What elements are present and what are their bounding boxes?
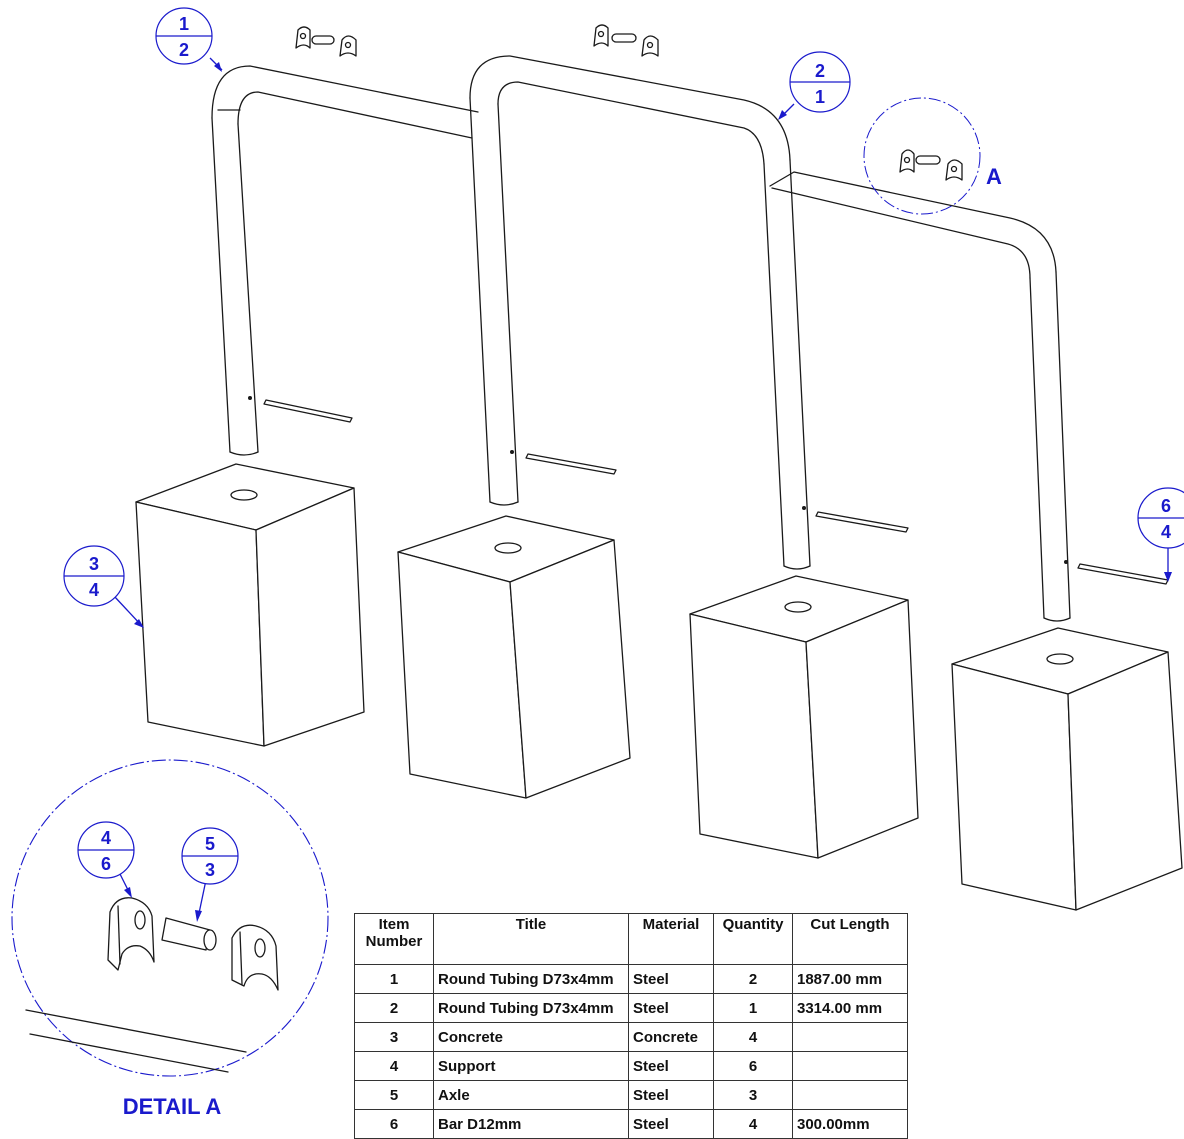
bom-title: Concrete <box>433 1022 629 1052</box>
bom-material: Steel <box>628 964 714 994</box>
bom-qty: 4 <box>713 1109 793 1139</box>
bom-qty: 2 <box>713 964 793 994</box>
balloon-quantity: 3 <box>205 860 215 880</box>
bom-item: 6 <box>354 1109 434 1139</box>
bom-cut-length <box>792 1080 908 1110</box>
balloon-item-1: 1 2 <box>155 7 223 72</box>
balloon-item-3: 3 4 <box>63 545 144 628</box>
bom-material: Steel <box>628 1080 714 1110</box>
bom-cut-length <box>792 1051 908 1081</box>
detail-a-view: DETAIL A <box>11 759 329 1119</box>
tube-frame-middle <box>469 55 811 570</box>
bom-header-title: Title <box>433 913 629 965</box>
bom-qty: 6 <box>713 1051 793 1081</box>
bom-title: Bar D12mm <box>433 1109 629 1139</box>
bom-cut-length: 300.00mm <box>792 1109 908 1139</box>
table-row: 1 Round Tubing D73x4mm Steel 2 1887.00 m… <box>354 964 908 994</box>
bom-item: 3 <box>354 1022 434 1052</box>
table-row: 5 Axle Steel 3 <box>354 1080 908 1110</box>
bom-item: 1 <box>354 964 434 994</box>
bom-table-container: Item Number Title Material Quantity Cut … <box>354 913 914 1139</box>
balloon-item-6: 6 4 <box>1137 487 1184 582</box>
balloon-item-number: 4 <box>101 828 111 848</box>
table-row: 3 Concrete Concrete 4 <box>354 1022 908 1052</box>
detail-letter: A <box>986 164 1002 189</box>
balloon-item-number: 3 <box>89 554 99 574</box>
balloon-item-number: 2 <box>815 61 825 81</box>
table-row: 2 Round Tubing D73x4mm Steel 1 3314.00 m… <box>354 993 908 1023</box>
table-row: 6 Bar D12mm Steel 4 300.00mm <box>354 1109 908 1139</box>
concrete-block-3 <box>689 575 919 859</box>
bom-qty: 3 <box>713 1080 793 1110</box>
bom-item: 4 <box>354 1051 434 1081</box>
bom-header-quantity: Quantity <box>713 913 793 965</box>
detail-title: DETAIL A <box>123 1094 222 1119</box>
bom-cut-length: 1887.00 mm <box>792 964 908 994</box>
bom-header-item: Item Number <box>354 913 434 965</box>
balloon-quantity: 4 <box>1161 522 1171 542</box>
bom-cut-length <box>792 1022 908 1052</box>
bom-cut-length: 3314.00 mm <box>792 993 908 1023</box>
bom-qty: 4 <box>713 1022 793 1052</box>
tube-frame-right <box>769 171 1071 622</box>
balloon-item-number: 1 <box>179 14 189 34</box>
balloon-item-number: 5 <box>205 834 215 854</box>
balloon-item-5: 5 3 <box>181 827 239 922</box>
balloon-item-number: 6 <box>1161 496 1171 516</box>
bom-title: Round Tubing D73x4mm <box>433 964 629 994</box>
tube-frame-left <box>211 65 479 456</box>
bom-material: Steel <box>628 993 714 1023</box>
support-axle-icon-2 <box>593 24 659 57</box>
balloon-item-4: 4 6 <box>77 821 135 898</box>
bom-qty: 1 <box>713 993 793 1023</box>
balloon-quantity: 6 <box>101 854 111 874</box>
bom-title: Round Tubing D73x4mm <box>433 993 629 1023</box>
bom-header-material: Material <box>628 913 714 965</box>
balloon-quantity: 2 <box>179 40 189 60</box>
bom-title: Support <box>433 1051 629 1081</box>
bar-pins <box>248 396 1169 585</box>
bom-table: Item Number Title Material Quantity Cut … <box>354 913 908 1139</box>
bom-material: Concrete <box>628 1022 714 1052</box>
bom-header-cut-length: Cut Length <box>792 913 908 965</box>
balloon-quantity: 1 <box>815 87 825 107</box>
bom-header-row: Item Number Title Material Quantity Cut … <box>354 913 908 965</box>
detail-reference-circle: A <box>863 97 1002 215</box>
bom-item: 5 <box>354 1080 434 1110</box>
balloon-item-2: 2 1 <box>778 51 851 120</box>
concrete-block-1 <box>135 463 365 747</box>
concrete-block-4 <box>951 627 1183 911</box>
table-row: 4 Support Steel 6 <box>354 1051 908 1081</box>
bom-material: Steel <box>628 1109 714 1139</box>
bom-item: 2 <box>354 993 434 1023</box>
support-axle-icon-1 <box>295 26 357 57</box>
balloon-quantity: 4 <box>89 580 99 600</box>
bom-material: Steel <box>628 1051 714 1081</box>
concrete-block-2 <box>397 515 631 799</box>
bom-title: Axle <box>433 1080 629 1110</box>
